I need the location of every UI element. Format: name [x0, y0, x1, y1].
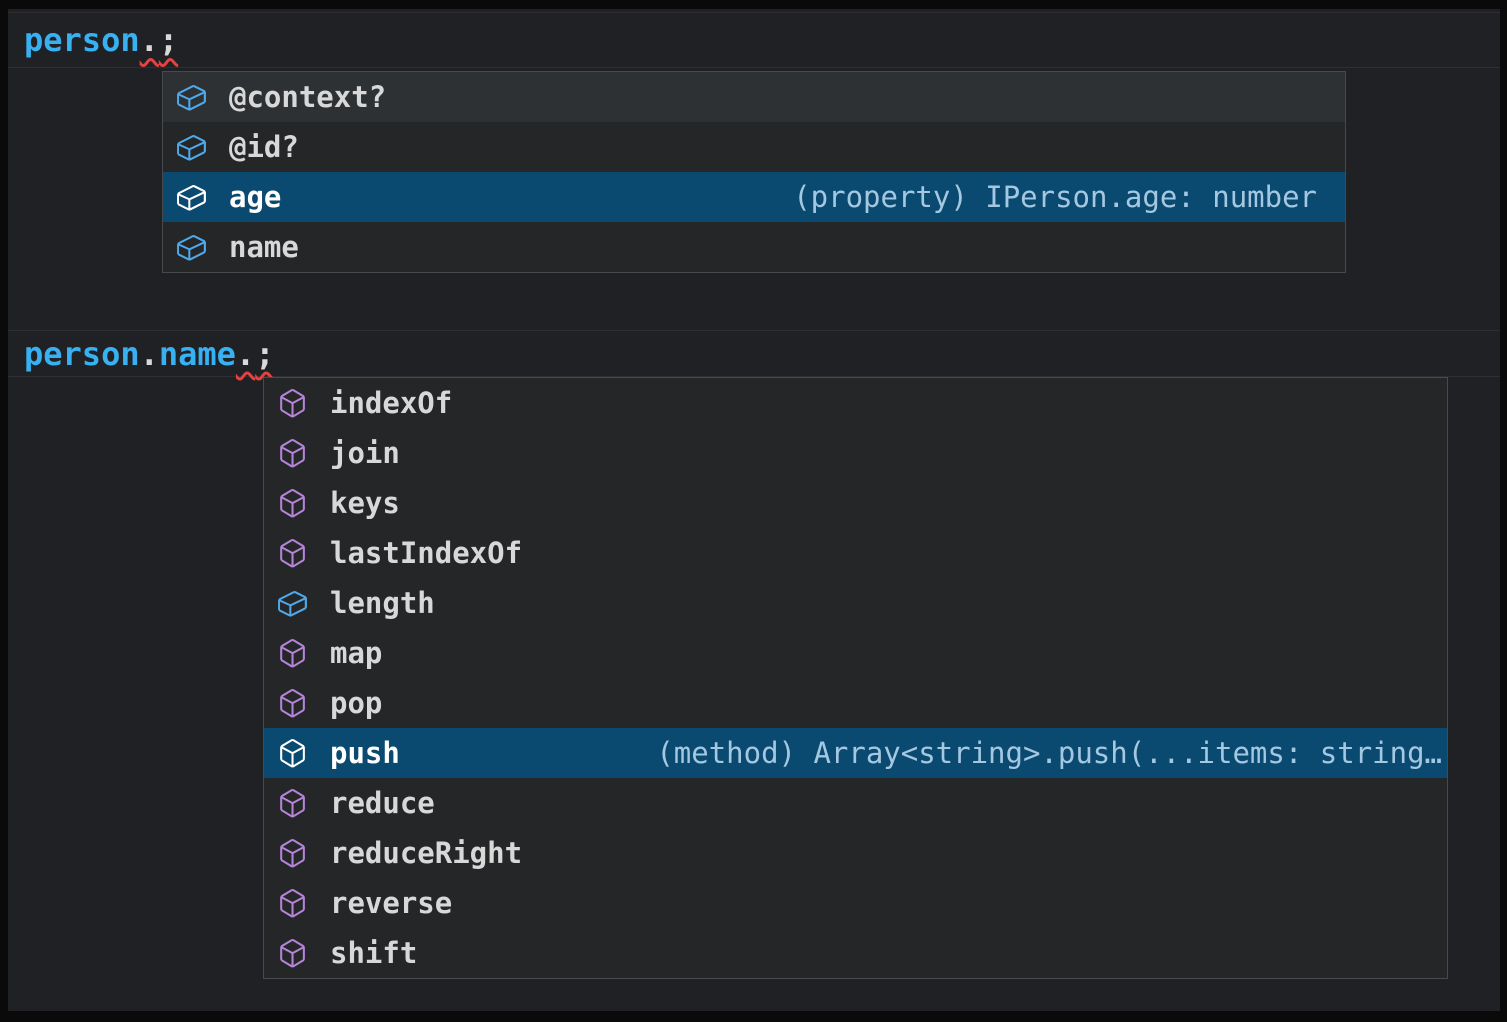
suggest-widget-person: @context? @id? age (property) IPerson.ag… — [162, 71, 1346, 273]
suggestion-label: reverse — [330, 886, 453, 920]
code-line-person-name[interactable]: person.name.; — [8, 330, 1500, 377]
suggestion-label: name — [229, 230, 299, 264]
suggestion-item[interactable]: reduceRight — [264, 828, 1447, 878]
symbol-field-icon — [175, 81, 208, 114]
symbol-method-icon — [276, 387, 309, 420]
suggestion-label: pop — [330, 686, 383, 720]
suggestion-item[interactable]: length — [264, 578, 1447, 628]
suggestion-item-selected[interactable]: push (method) Array<string>.push(...item… — [264, 728, 1447, 778]
symbol-method-icon — [276, 487, 309, 520]
suggestion-label: join — [330, 436, 400, 470]
suggestion-item[interactable]: shift — [264, 928, 1447, 978]
suggestion-item[interactable]: name — [163, 222, 1345, 272]
suggestion-item[interactable]: lastIndexOf — [264, 528, 1447, 578]
symbol-method-icon — [276, 637, 309, 670]
suggestion-label: @id? — [229, 130, 299, 164]
suggestion-label: reduceRight — [330, 836, 523, 870]
suggestion-detail: (method) Array<string>.push(...items: st… — [656, 736, 1442, 770]
suggestion-item[interactable]: @context? — [163, 72, 1345, 122]
symbol-method-icon — [276, 537, 309, 570]
suggestion-label: @context? — [229, 80, 387, 114]
suggestion-label: length — [330, 586, 435, 620]
suggestion-label: keys — [330, 486, 400, 520]
suggestion-label: map — [330, 636, 383, 670]
symbol-method-icon — [276, 887, 309, 920]
suggestion-label: age — [229, 180, 282, 214]
code-line-person[interactable]: person.; — [8, 12, 1500, 68]
symbol-method-icon — [276, 687, 309, 720]
suggestion-item[interactable]: map — [264, 628, 1447, 678]
suggestion-item[interactable]: indexOf — [264, 378, 1447, 428]
suggestion-label: reduce — [330, 786, 435, 820]
suggest-widget-string-methods: indexOf join keys lastIndexOf length map… — [263, 377, 1448, 979]
suggestion-item[interactable]: join — [264, 428, 1447, 478]
suggestion-label: lastIndexOf — [330, 536, 523, 570]
variable-token: person — [24, 21, 140, 59]
symbol-field-icon — [276, 587, 309, 620]
symbol-method-icon — [276, 787, 309, 820]
dot-token-error: . — [139, 21, 159, 59]
dot-token: . — [139, 334, 159, 373]
property-token: name — [158, 334, 236, 373]
suggestion-item[interactable]: pop — [264, 678, 1447, 728]
suggestion-item[interactable]: keys — [264, 478, 1447, 528]
dot-token-error: . — [235, 334, 256, 373]
symbol-method-icon — [276, 737, 309, 770]
semicolon-token-error: ; — [158, 21, 179, 59]
suggestion-item[interactable]: reduce — [264, 778, 1447, 828]
suggestion-label: push — [330, 736, 400, 770]
suggestion-label: indexOf — [330, 386, 453, 420]
symbol-method-icon — [276, 937, 309, 970]
suggestion-item[interactable]: reverse — [264, 878, 1447, 928]
symbol-field-icon — [175, 181, 208, 214]
symbol-method-icon — [276, 837, 309, 870]
symbol-field-icon — [175, 131, 208, 164]
semicolon-token-error: ; — [255, 334, 275, 373]
suggestion-item[interactable]: @id? — [163, 122, 1345, 172]
variable-token: person — [24, 334, 140, 373]
suggestion-detail: (property) IPerson.age: number — [793, 180, 1317, 214]
symbol-method-icon — [276, 437, 309, 470]
suggestion-label: shift — [330, 936, 418, 970]
symbol-field-icon — [175, 231, 208, 264]
suggestion-item-selected[interactable]: age (property) IPerson.age: number — [163, 172, 1345, 222]
